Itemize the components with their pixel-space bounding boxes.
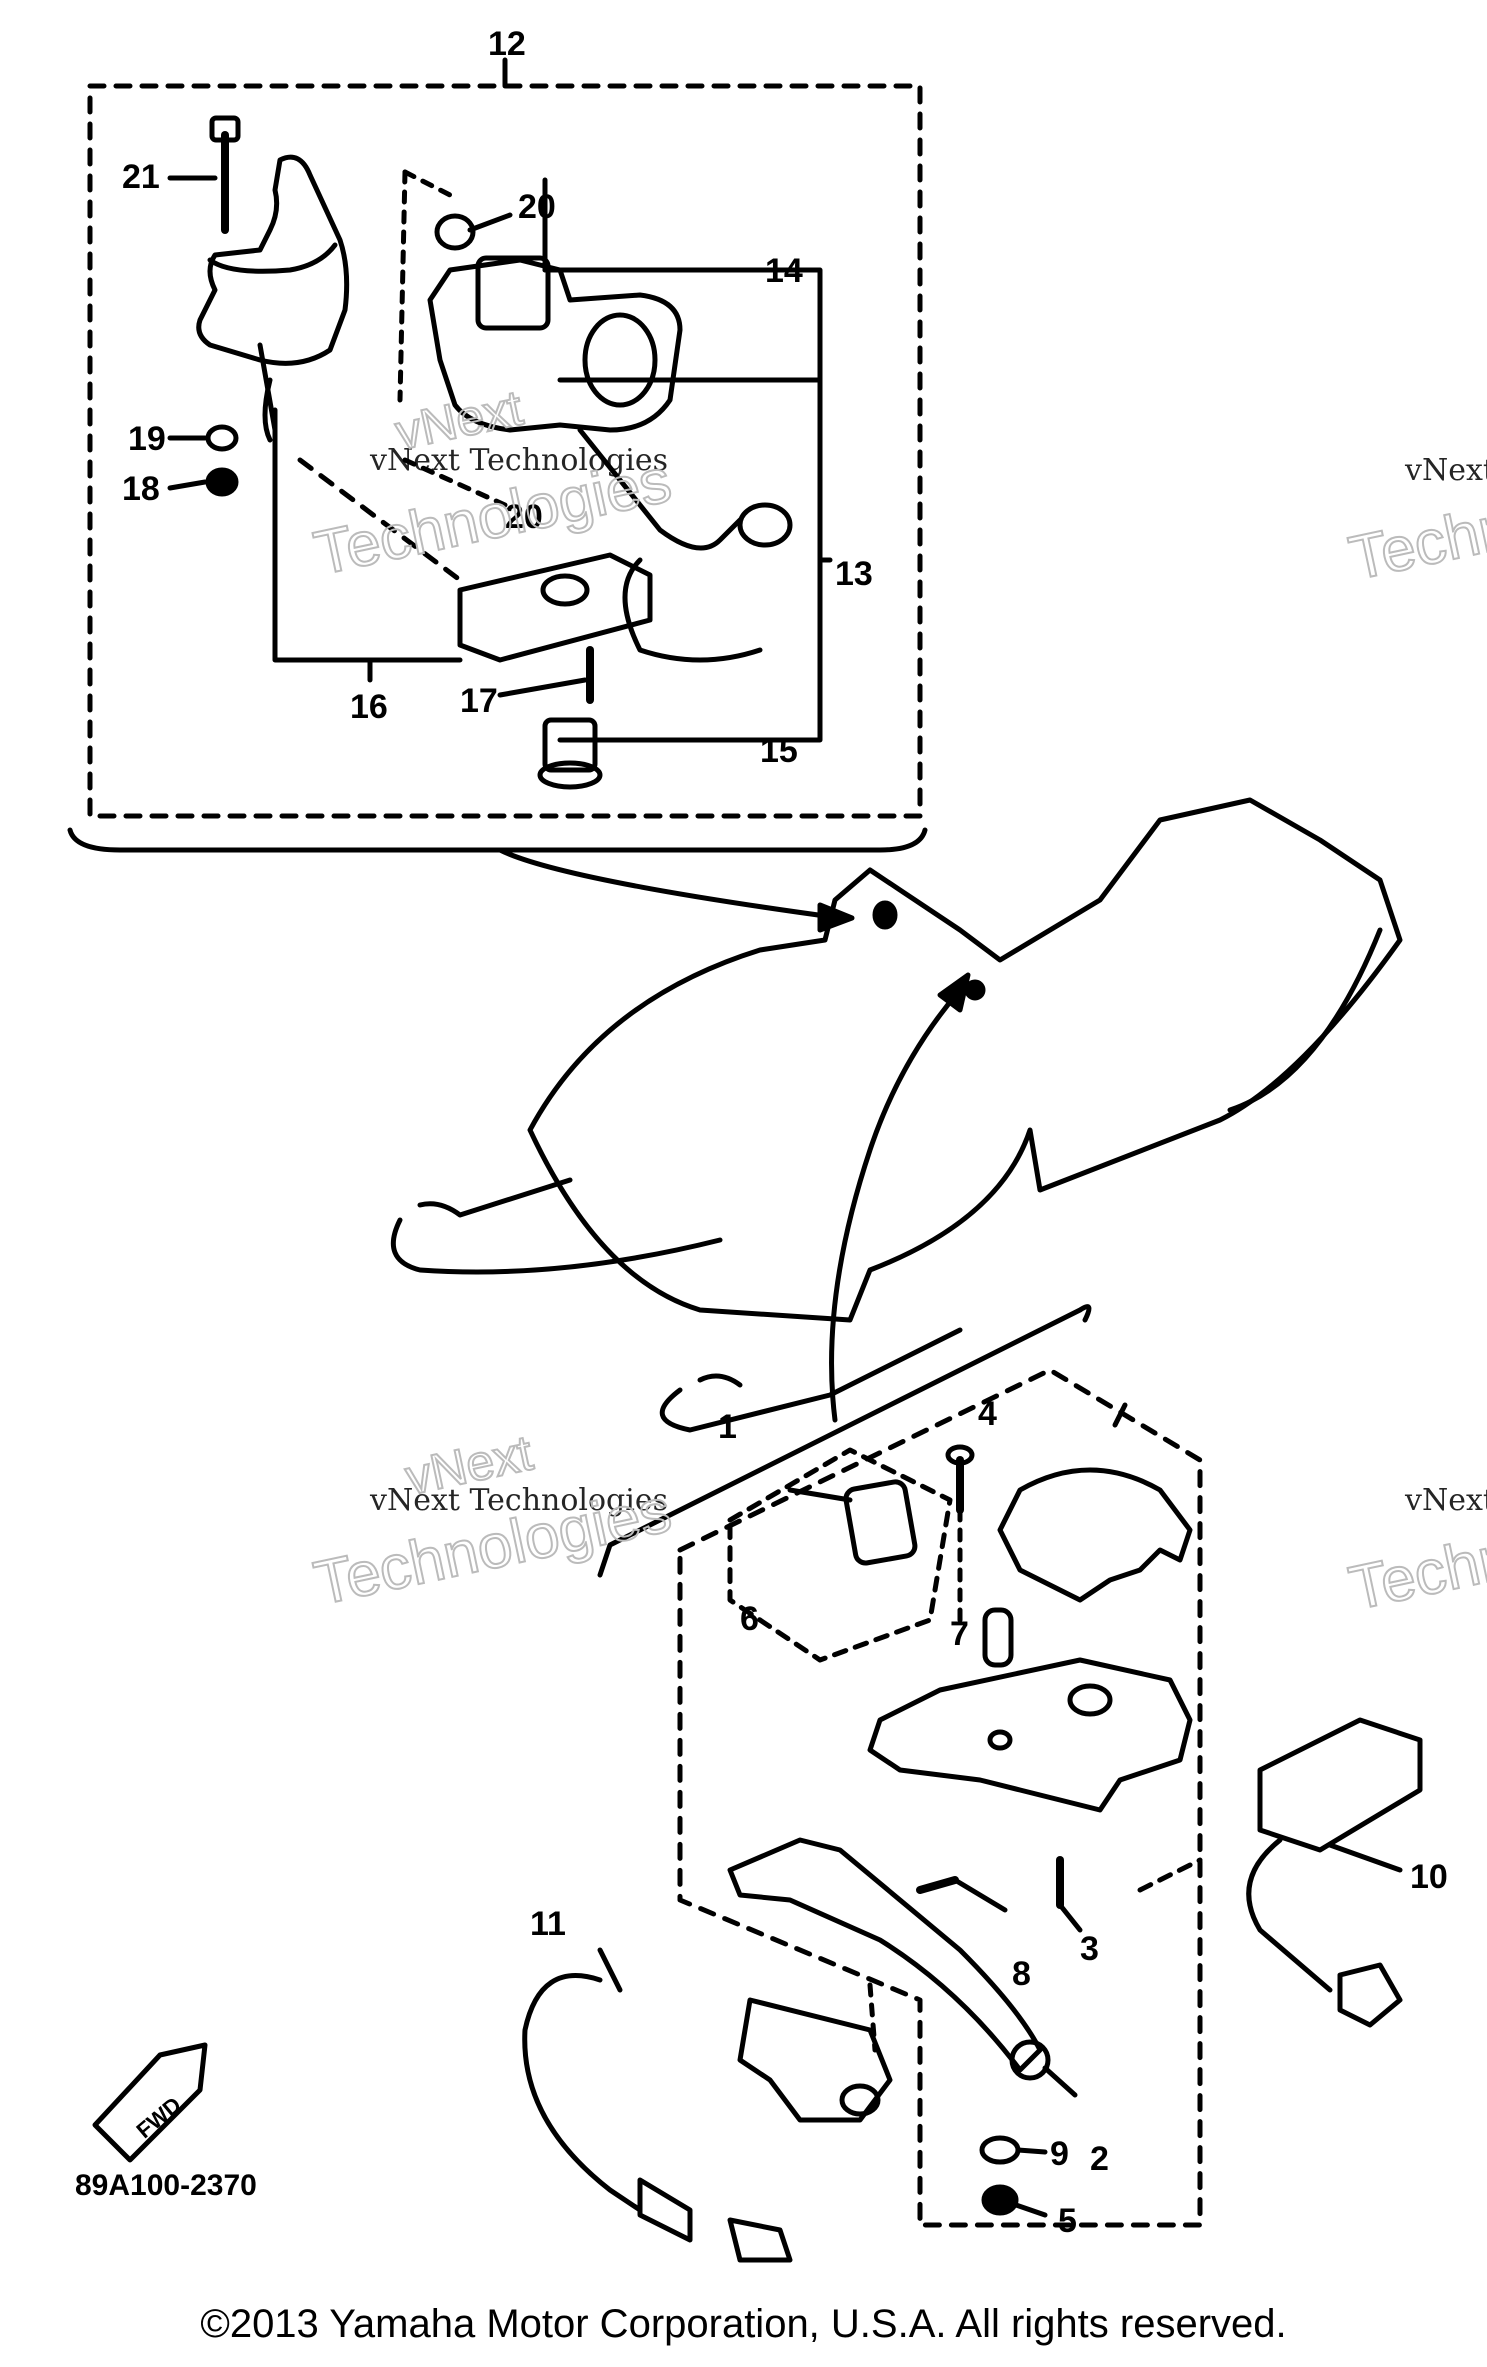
callout-5: 5 [1058,2202,1077,2240]
fwd-label: FWD [131,2092,185,2143]
watermark-text-2: vNext Technologies [369,1483,668,1518]
watermark-text-4: vNext Technologies [1404,1483,1487,1518]
assembly-1-dashed-box [677,1367,1203,2228]
snowmobile-body [527,797,1403,1323]
callout-1: 1 [718,1408,737,1446]
callout-6: 6 [740,1600,759,1638]
callout-16: 16 [350,688,388,726]
callout-20-second: 20 [505,498,543,536]
callout-20: 20 [518,188,556,226]
part-code: 89A100-2370 [75,2169,257,2202]
fwd-arrow-icon [92,2042,208,2163]
copyright-notice: ©2013 Yamaha Motor Corporation, U.S.A. A… [200,2302,1287,2346]
callout-7: 7 [950,1615,969,1653]
callout-3: 3 [1080,1930,1099,1968]
callout-13: 13 [835,555,873,593]
callout-14: 14 [765,252,803,290]
callout-18: 18 [122,470,160,508]
watermark-text: vNext Technologies [369,443,668,478]
callout-8: 8 [1012,1955,1031,1993]
callout-21: 21 [122,158,160,196]
callout-12: 12 [488,25,526,63]
callout-17: 17 [460,682,498,720]
callout-2: 2 [1090,2140,1109,2178]
callout-9: 9 [1050,2135,1069,2173]
callout-11: 11 [530,1905,566,1943]
callout-10: 10 [1410,1858,1448,1896]
callout-15: 15 [760,732,798,770]
callout-19: 19 [128,420,166,458]
watermark-text-3: vNext Technologies [1404,453,1487,488]
callout-4: 4 [978,1395,997,1433]
assembly-12-bracket [67,827,928,853]
